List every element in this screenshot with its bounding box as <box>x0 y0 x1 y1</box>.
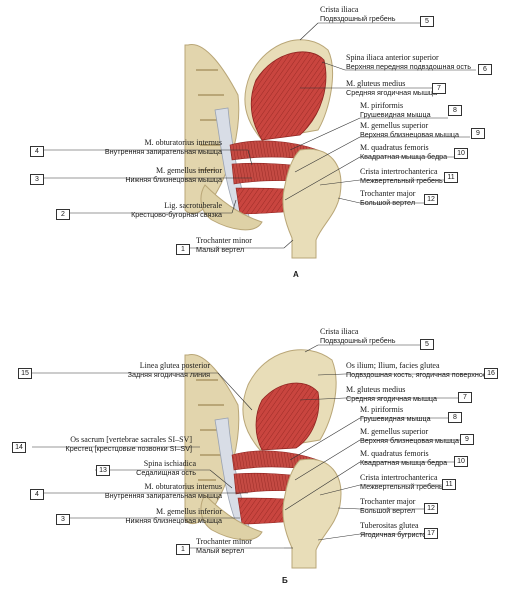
label-a-gemellus-inferior: M. gemellus inferior Нижняя близнецовая … <box>125 166 222 184</box>
label-a-trochanter-minor: Trochanter minor Малый вертел <box>196 236 252 254</box>
label-a-trochanter-major: Trochanter major Большой вертел <box>360 189 416 207</box>
leader-lines-a <box>32 22 476 249</box>
number-badge: 3 <box>56 514 70 525</box>
number-badge: 2 <box>56 209 70 220</box>
label-b-crista-iliaca: Crista iliaca Подвздошный гребень <box>320 327 396 345</box>
label-b-os-ilium: Os ilium; Ilium, facies glutea Подвздошн… <box>346 361 494 379</box>
number-badge: 7 <box>458 392 472 403</box>
femur-a <box>282 148 342 259</box>
label-b-linea-glutea: Linea glutea posterior Задняя ягодичная … <box>127 361 210 379</box>
label-a-piriformis: M. piriformis Грушевидная мышца <box>360 101 431 119</box>
number-badge: 11 <box>444 172 458 183</box>
label-b-gluteus-medius: M. gluteus medius Средняя ягодичная мышц… <box>346 385 437 403</box>
number-badge: 8 <box>448 412 462 423</box>
number-badge: 6 <box>478 64 492 75</box>
number-badge: 12 <box>424 194 438 205</box>
number-badge: 11 <box>442 479 456 490</box>
number-badge: 16 <box>484 368 498 379</box>
label-a-crista-iliaca: Crista iliaca Подвздошный гребень <box>320 5 396 23</box>
number-badge: 14 <box>12 442 26 453</box>
number-badge: 10 <box>454 456 468 467</box>
ischium-b <box>200 494 263 541</box>
number-badge: 1 <box>176 544 190 555</box>
label-a-spina-iliaca: Spina iliaca anterior superior Верхняя п… <box>346 53 471 71</box>
label-b-trochanter-minor: Trochanter minor Малый вертел <box>196 537 252 555</box>
leader-lines-b <box>32 344 480 549</box>
label-a-gemellus-superior: M. gemellus superior Верхняя близнецовая… <box>360 121 459 139</box>
label-a-obturatorius-internus: M. obturatorius internus Внутренняя запи… <box>104 138 222 156</box>
number-badge: 9 <box>460 434 474 445</box>
label-b-quadratus-femoris: M. quadratus femoris Квадратная мышца бе… <box>360 449 448 467</box>
illustration-panel-a <box>184 39 342 259</box>
number-badge: 17 <box>424 528 438 539</box>
label-b-spina-ischiadica: Spina ischiadica Седалищная ость <box>136 459 196 477</box>
label-b-piriformis: M. piriformis Грушевидная мышца <box>360 405 431 423</box>
label-a-crista-intertrochanterica: Crista intertrochanterica Межвертельный … <box>360 167 443 185</box>
label-b-trochanter-major: Trochanter major Большой вертел <box>360 497 416 515</box>
label-a-sacrotuberale: Lig. sacrotuberale Крестцово-бугорная св… <box>131 201 222 219</box>
number-badge: 4 <box>30 489 44 500</box>
number-badge: 8 <box>448 105 462 116</box>
label-b-obturatorius-internus: M. obturatorius internus Внутренняя запи… <box>104 482 222 500</box>
label-b-gemellus-inferior: M. gemellus inferior Нижняя близнецовая … <box>125 507 222 525</box>
number-badge: 13 <box>96 465 110 476</box>
panel-letter-a: А <box>293 270 299 279</box>
number-badge: 9 <box>471 128 485 139</box>
label-b-gemellus-superior: M. gemellus superior Верхняя близнецовая… <box>360 427 459 445</box>
number-badge: 5 <box>420 339 434 350</box>
number-badge: 10 <box>454 148 468 159</box>
number-badge: 3 <box>30 174 44 185</box>
label-b-crista-intertrochanterica: Crista intertrochanterica Межвертельный … <box>360 473 443 491</box>
femur-b <box>282 458 342 569</box>
panel-letter-b: Б <box>282 576 288 585</box>
number-badge: 4 <box>30 146 44 157</box>
label-a-gluteus-medius: M. gluteus medius Средняя ягодичная мышц… <box>346 79 437 97</box>
number-badge: 1 <box>176 244 190 255</box>
illustration-panel-b <box>184 349 342 569</box>
gluteus-medius-a <box>250 51 327 141</box>
label-b-os-sacrum: Os sacrum [vertebrae sacrales SI–SV] Кре… <box>65 435 192 453</box>
label-a-quadratus-femoris: M. quadratus femoris Квадратная мышца бе… <box>360 143 448 161</box>
number-badge: 15 <box>18 368 32 379</box>
number-badge: 7 <box>432 83 446 94</box>
number-badge: 12 <box>424 503 438 514</box>
number-badge: 5 <box>420 16 434 27</box>
ischium-a <box>200 184 263 231</box>
label-b-tuberositas-glutea: Tuberositas glutea Ягодичная бугристость <box>360 521 437 539</box>
